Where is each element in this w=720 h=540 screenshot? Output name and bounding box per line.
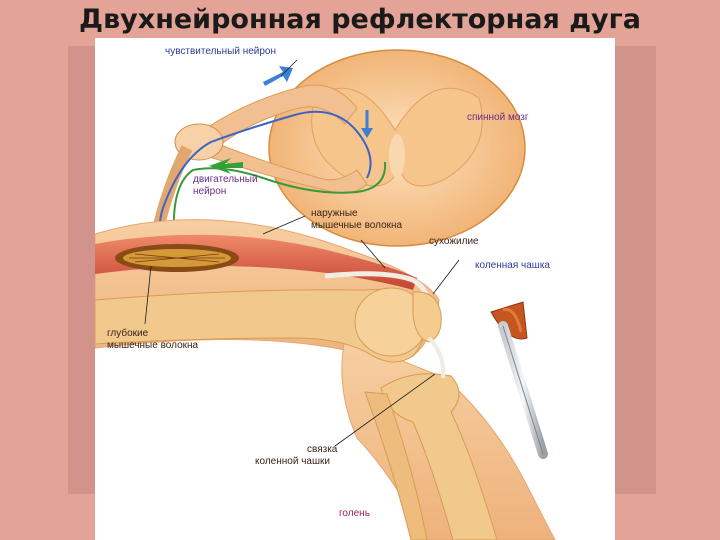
label-sensory-neuron: чувствительный нейрон [165,46,277,57]
sensory-neuron-path [158,110,372,253]
label-spinal-cord: спинной мозг [467,112,529,123]
label-motor-neuron-line1: двигательный [193,174,258,185]
motor-arrow-icon [209,158,243,174]
spinal-cord [268,49,526,247]
label-deep-fibers-line2: мышечные волокна [107,340,199,351]
motor-neuron-path [172,161,387,249]
label-deep-fibers-line1: глубокие [107,328,149,339]
label-outer-fibers-line2: мышечные волокна [311,220,403,231]
femur [95,287,428,363]
leader-lines [144,59,460,447]
shin-bones [364,373,498,540]
reflex-arc-illustration [95,49,556,540]
label-shin: голень [339,508,370,519]
label-ligament-line2: коленной чашки [255,456,330,467]
label-motor-neuron-line2: нейрон [193,186,227,197]
label-tendon: сухожилие [429,236,479,247]
label-kneecap: коленная чашка [475,260,550,271]
diagram-panel: чувствительный нейрон спинной мозг двига… [95,38,615,540]
label-ligament-line1: связка [307,444,338,455]
slide-title: Двухнейронная рефлекторная дуга [79,4,641,35]
reflex-hammer-icon [490,301,548,459]
kneecap-ligament [427,336,446,379]
kneecap [412,291,442,343]
thigh-muscle [95,234,417,290]
label-outer-fibers-line1: наружные [311,208,358,219]
